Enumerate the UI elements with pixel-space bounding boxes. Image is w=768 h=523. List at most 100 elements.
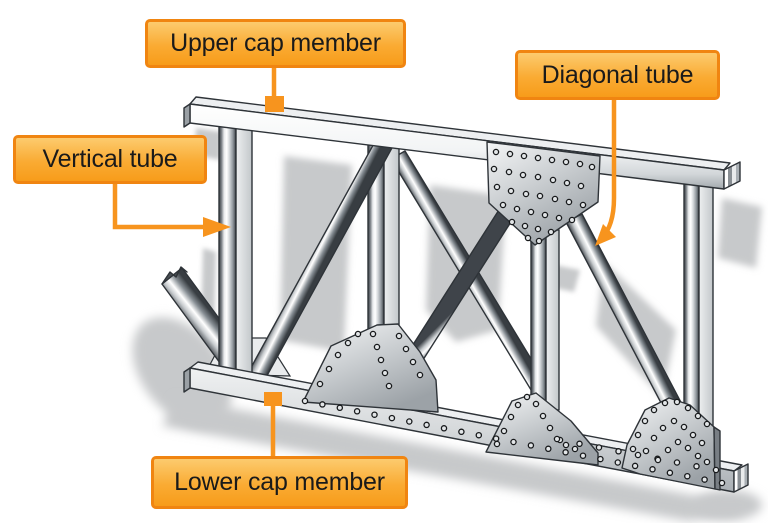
rivet (701, 476, 708, 483)
rivet (577, 182, 585, 190)
shadow-under-lower-cap (162, 398, 744, 521)
rivet (508, 218, 516, 226)
rivet (579, 452, 587, 459)
rivet (684, 472, 691, 480)
gusset-right-side-face (713, 426, 721, 491)
rivet (674, 438, 682, 446)
rivet (547, 228, 555, 236)
rivet (571, 445, 579, 453)
rivet (684, 404, 692, 412)
rivet (641, 417, 649, 425)
rivet (549, 176, 557, 184)
rivet (534, 154, 542, 162)
lower-cap-right-end (734, 464, 748, 492)
shadow-right-end (694, 490, 762, 520)
rivet (703, 458, 711, 466)
rivet (521, 222, 529, 230)
vertical-tube-4 (683, 181, 714, 473)
rivet (664, 446, 672, 454)
rivet (507, 187, 515, 195)
rivet (629, 445, 637, 453)
rivet (493, 440, 501, 448)
rivet (670, 417, 678, 425)
rivet (536, 192, 544, 200)
rivet (661, 399, 669, 407)
rivet (659, 424, 667, 432)
diagonal-tube (565, 213, 687, 421)
rivet (406, 418, 413, 425)
rivet (523, 393, 531, 401)
upper-cap-front-face (189, 103, 725, 190)
vertical-tube-3 (530, 229, 560, 411)
rivet (490, 165, 498, 173)
rivet (579, 201, 587, 209)
rivet (654, 456, 662, 464)
rivet (576, 160, 584, 168)
rivet (334, 351, 342, 359)
gusset-plate-bottom-left (302, 323, 439, 413)
rivet (546, 424, 554, 432)
rivet (520, 152, 528, 160)
rivet (666, 469, 674, 477)
rivet (493, 183, 501, 191)
rivet (336, 404, 344, 412)
label-vertical-tube-text: Vertical tube (42, 145, 178, 173)
lower-cap-left-end (183, 367, 191, 393)
label-upper-cap-member-text: Upper cap member (170, 29, 381, 57)
label-diagonal-tube: Diagonal tube (515, 50, 720, 100)
rivet (527, 208, 535, 216)
rivet (325, 365, 333, 373)
rivet (535, 237, 543, 245)
rivet (388, 414, 396, 422)
rivet (597, 455, 604, 463)
rivet (551, 195, 559, 203)
rivet (354, 330, 362, 338)
rivet (353, 408, 361, 415)
rivet (409, 358, 417, 366)
rivet (524, 234, 532, 242)
leader-markers (203, 96, 616, 406)
rivet (541, 211, 549, 219)
rivet (534, 225, 542, 233)
rivet (588, 163, 596, 171)
rivet (562, 449, 569, 456)
upper-cap-right-end (724, 162, 740, 189)
rivet (545, 445, 552, 453)
rivet (527, 442, 535, 449)
rivet (381, 369, 389, 377)
diagonal-tube-arrowhead (595, 224, 616, 246)
rivet (615, 448, 622, 455)
rivet (301, 397, 309, 405)
rivet (377, 356, 385, 364)
rivet (514, 401, 522, 409)
rivet (507, 413, 515, 421)
upper-cap-marker-square (265, 96, 284, 112)
vertical-tube-1 (218, 125, 253, 385)
rivet (568, 216, 576, 224)
rivet (532, 400, 540, 408)
rivet (402, 345, 410, 353)
rivet (693, 463, 700, 470)
rivet (595, 444, 603, 451)
label-vertical-tube: Vertical tube (13, 135, 207, 184)
rivet (510, 438, 517, 446)
rivet (519, 171, 527, 179)
rivet (614, 459, 622, 466)
rivet (689, 431, 697, 439)
rivet (684, 444, 692, 452)
rivet (423, 421, 430, 429)
rivet (634, 431, 642, 439)
vertical-tube-arrowhead (203, 217, 231, 237)
rivet (506, 150, 514, 158)
rivet (505, 168, 513, 176)
upper-cap-left-end (183, 103, 191, 128)
rivet (492, 435, 500, 442)
stub-broken-end (161, 266, 188, 285)
rivet (555, 214, 563, 222)
rivet (344, 339, 352, 347)
rivet (416, 371, 424, 379)
label-diagonal-tube-text: Diagonal tube (541, 60, 694, 89)
rivet (534, 173, 542, 181)
rivet (395, 332, 403, 340)
